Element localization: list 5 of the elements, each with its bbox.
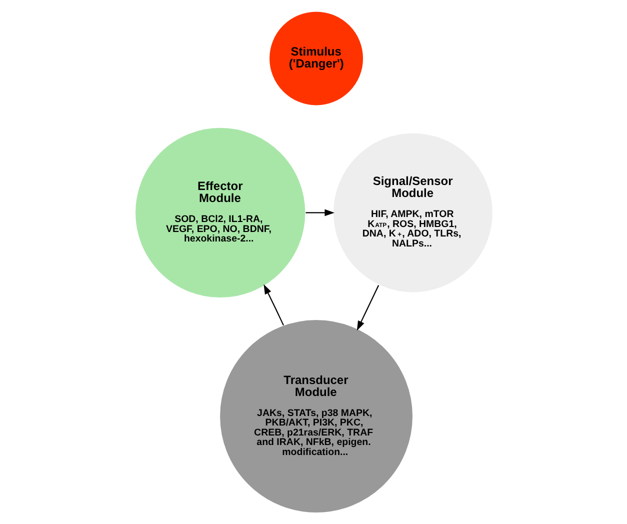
node-circle: Stimulus ('Danger') bbox=[268, 10, 364, 106]
node-circle: Effector Module SOD, BCl2, IL1-RA, VEGF, EPO, NO, BDNF, hexokinase-2... bbox=[134, 127, 306, 298]
arrow bbox=[305, 209, 334, 216]
arrow bbox=[263, 284, 284, 326]
arrow bbox=[356, 285, 379, 331]
